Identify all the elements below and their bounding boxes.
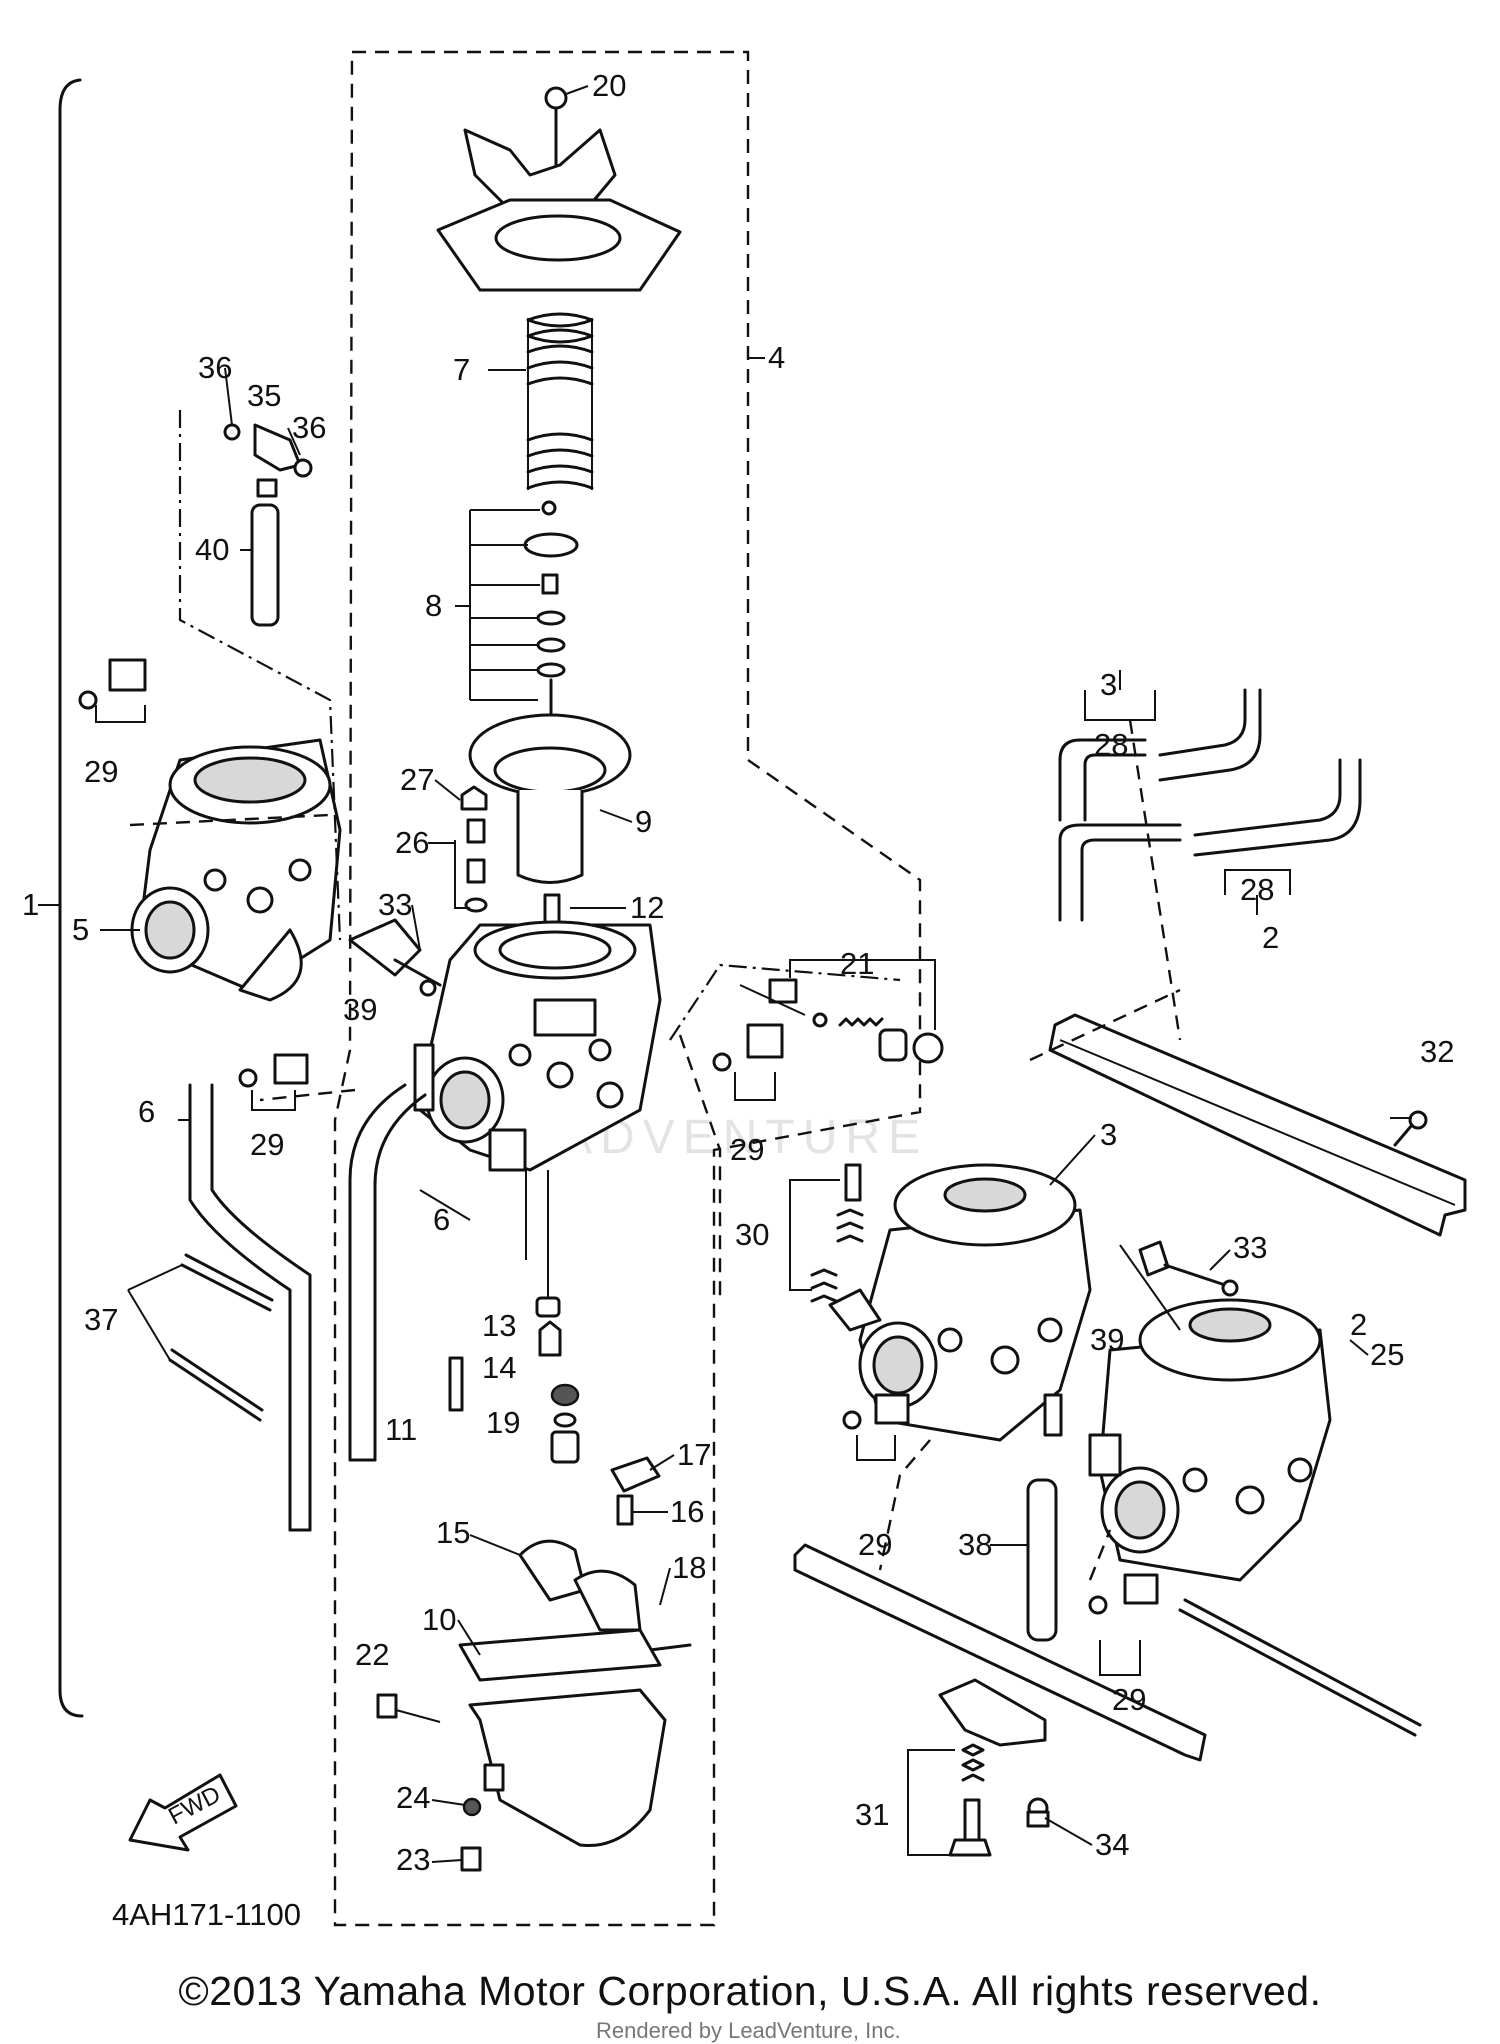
copyright-footer: ©2013 Yamaha Motor Corporation, U.S.A. A… (178, 1968, 1322, 2014)
callout-39: 39 (343, 992, 377, 1027)
callout-29: 29 (1112, 1682, 1146, 1717)
callout-32: 32 (1420, 1034, 1454, 1069)
parts-30 (789, 1163, 882, 1332)
part-code: 4AH171-1100 (112, 1897, 301, 1932)
fwd-arrow-icon: FWD (128, 1773, 238, 1852)
callout-30: 30 (735, 1217, 769, 1252)
clip-part-29-a (78, 658, 147, 723)
bracket-rail-upper (1048, 1013, 1467, 1237)
callout-39: 39 (1090, 1322, 1124, 1357)
callout-labels: 1 2 2 3 3 4 5 6 6 7 8 9 10 11 12 13 14 1… (22, 68, 1454, 1877)
leader-dashed-misc (129, 813, 331, 827)
callout-38: 38 (958, 1527, 992, 1562)
callout-22: 22 (355, 1637, 389, 1672)
callout-6: 6 (138, 1094, 155, 1129)
callout-31: 31 (855, 1797, 889, 1832)
callout-20: 20 (592, 68, 626, 103)
callout-4: 4 (768, 340, 785, 375)
callout-2: 2 (1350, 1307, 1367, 1342)
hose-part-6-center (348, 1083, 407, 1462)
bracket-parts-31-34 (907, 1678, 1050, 1857)
callout-35: 35 (247, 378, 281, 413)
callout-29: 29 (84, 754, 118, 789)
callout-21: 21 (840, 946, 874, 981)
callout-36: 36 (292, 410, 326, 445)
hose-fitting-35-36-40 (178, 410, 342, 941)
carburetor-body-center (413, 893, 662, 1172)
parts-26-27-33-39 (348, 785, 488, 997)
carburetor-left (130, 738, 342, 1002)
screw-part-32 (1393, 1110, 1428, 1147)
group-bracket-1 (58, 78, 84, 1718)
hose-part-38 (1026, 1478, 1058, 1642)
callout-8: 8 (425, 588, 442, 623)
callout-19: 19 (486, 1405, 520, 1440)
callout-3: 3 (1100, 667, 1117, 702)
rendered-by-text: Rendered by LeadVenture, Inc. (596, 2018, 901, 2043)
rod-part-rear (1178, 1608, 1417, 1737)
zip-ties-part-37 (127, 1253, 274, 1422)
carburetor-right-3 (858, 1163, 1092, 1442)
callout-25: 25 (1370, 1337, 1404, 1372)
top-cover-part-20 (436, 86, 682, 292)
callout-14: 14 (482, 1350, 516, 1385)
callout-26: 26 (395, 825, 429, 860)
diaphragm-piston-part-9 (468, 713, 632, 884)
callout-28: 28 (1240, 872, 1274, 907)
callout-16: 16 (670, 1494, 704, 1529)
callout-6: 6 (433, 1202, 450, 1237)
float-bowl-parts-10-15 (376, 1539, 667, 1872)
callout-10: 10 (422, 1602, 456, 1637)
jet-parts-11-19 (448, 1170, 692, 1652)
clip-part-29-e (1088, 1573, 1159, 1676)
callout-18: 18 (672, 1550, 706, 1585)
callout-12: 12 (630, 890, 664, 925)
callout-24: 24 (396, 1780, 430, 1815)
clip-part-29-c (712, 1023, 784, 1101)
callout-11: 11 (385, 1412, 417, 1447)
callout-5: 5 (72, 912, 89, 947)
clip-part-29-d (842, 1393, 910, 1461)
callout-29: 29 (858, 1527, 892, 1562)
part-33-right (1119, 1240, 1239, 1331)
callout-leaders (100, 85, 1412, 1863)
callout-29: 29 (250, 1127, 284, 1162)
callout-40: 40 (195, 532, 229, 567)
callout-2: 2 (1262, 920, 1279, 955)
callout-33: 33 (1233, 1230, 1267, 1265)
callout-17: 17 (677, 1437, 711, 1472)
carburetor-right-2 (1088, 1298, 1332, 1582)
callout-34: 34 (1095, 1827, 1129, 1862)
callout-23: 23 (396, 1842, 430, 1877)
spring-part-7 (526, 312, 594, 490)
callout-15: 15 (436, 1515, 470, 1550)
callout-13: 13 (482, 1308, 516, 1343)
hoses-part-28 (1058, 670, 1362, 922)
callout-33: 33 (378, 887, 412, 922)
callout-7: 7 (453, 352, 470, 387)
callout-3: 3 (1100, 1117, 1117, 1152)
callout-29: 29 (730, 1132, 764, 1167)
callout-9: 9 (635, 804, 652, 839)
bracket-rail-lower (793, 1543, 1207, 1762)
callout-27: 27 (400, 762, 434, 797)
parts-21 (739, 959, 944, 1064)
leader-dashdot-21 (669, 963, 901, 1041)
callout-1: 1 (22, 887, 39, 922)
callout-37: 37 (84, 1302, 118, 1337)
subassembly-box-4 (333, 50, 922, 1927)
clip-part-29-b (238, 1053, 309, 1111)
hose-part-6-left (188, 1083, 292, 1532)
callout-28: 28 (1094, 727, 1128, 762)
